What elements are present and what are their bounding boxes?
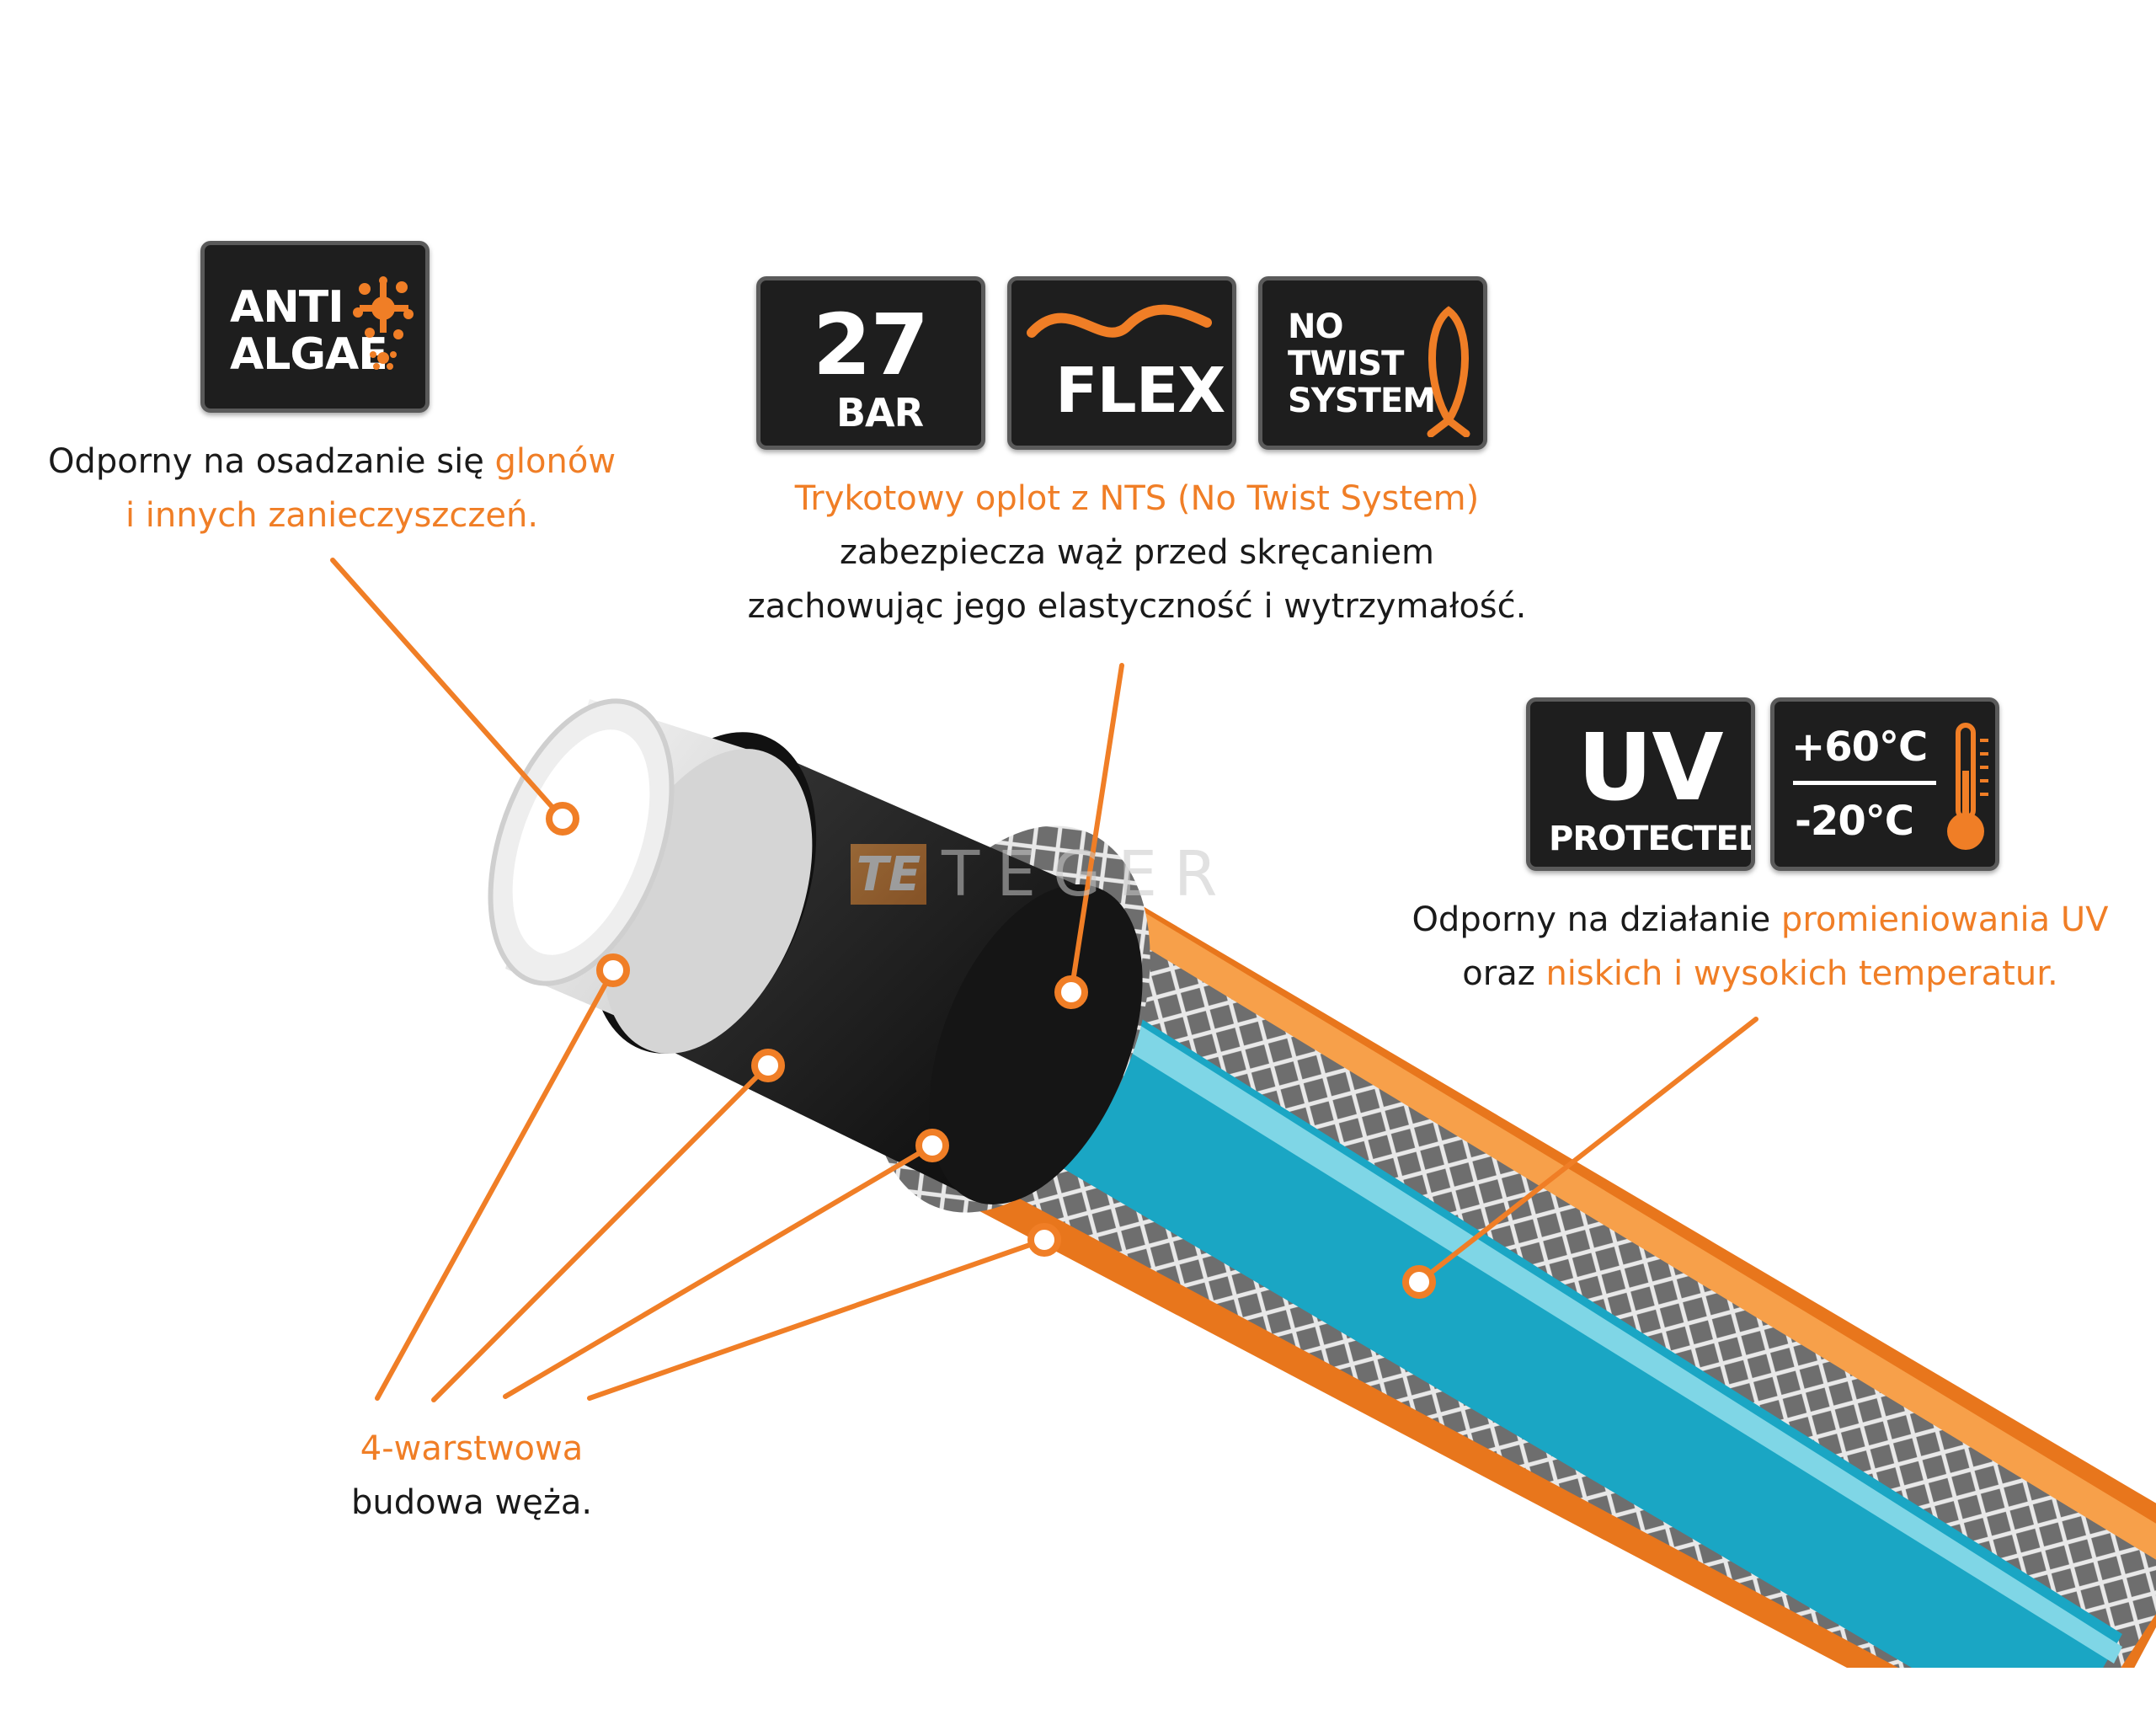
algae-icon [353,276,414,370]
temp-max: +60°C [1791,724,1928,771]
no-twist-line1: NO [1288,307,1343,346]
uv-line2: PROTECTED [1549,820,1755,858]
anti-algae-line2: ALGAE [230,329,388,380]
callout-lines [330,558,1758,1402]
flex-label: FLEX [1055,355,1225,427]
algae-caption-hl2: i innych zanieczyszczeń. [125,496,539,535]
bar-number: 27 [813,296,929,394]
uv-line1: UV [1577,713,1723,821]
teger-logo: TE [851,844,926,905]
loop-icon [1427,306,1470,437]
uv-caption-plain2: oraz [1462,954,1546,993]
layers-caption-line2: budowa węża. [350,1483,593,1522]
algae-caption: Odporny na osadzanie się glonów i innych… [45,435,618,542]
nts-caption-line3: zachowując jego elastyczność i wytrzymał… [747,587,1527,626]
uv-caption: Odporny na działanie promieniowania UV o… [1398,893,2122,1001]
temp-min: -20°C [1795,798,1914,845]
nts-caption-line2: zabezpiecza wąż przed skręcaniem [840,533,1434,572]
bar-badge: 27 BAR [756,276,985,450]
uv-caption-hl1: promieniowania UV [1780,900,2109,939]
no-twist-line3: SYSTEM [1288,382,1436,420]
hose-inner-layer [1053,1011,2122,1668]
teger-wordmark: TEGER [942,838,1235,911]
anti-algae-badge: ANTI ALGAE [200,241,430,413]
temperature-badge: +60°C -20°C [1770,697,1999,871]
algae-caption-hl1: glonów [494,442,616,481]
uv-caption-plain1: Odporny na działanie [1412,900,1781,939]
nts-caption: Trykotowy oplot z NTS (No Twist System) … [716,472,1558,633]
no-twist-line2: TWIST [1288,344,1404,383]
wave-icon [1027,304,1212,338]
no-twist-badge: NO TWIST SYSTEM [1258,276,1487,450]
uv-caption-hl2: niskich i wysokich temperatur. [1545,954,2058,993]
temp-divider [1793,781,1936,785]
layers-caption-hl: 4-warstwowa [360,1429,584,1468]
anti-algae-line1: ANTI [230,282,344,333]
bar-unit: BAR [836,390,924,435]
uv-badge: UV PROTECTED [1526,697,1755,871]
layers-caption: 4-warstwowa budowa węża. [320,1422,623,1530]
algae-caption-plain: Odporny na osadzanie się [47,442,495,481]
nts-caption-hl: Trykotowy oplot z NTS (No Twist System) [794,479,1480,518]
teger-watermark: TE TEGER [851,838,1234,911]
flex-badge: FLEX [1007,276,1236,450]
callout-dots [546,802,1436,1299]
thermometer-icon [1947,723,1988,850]
